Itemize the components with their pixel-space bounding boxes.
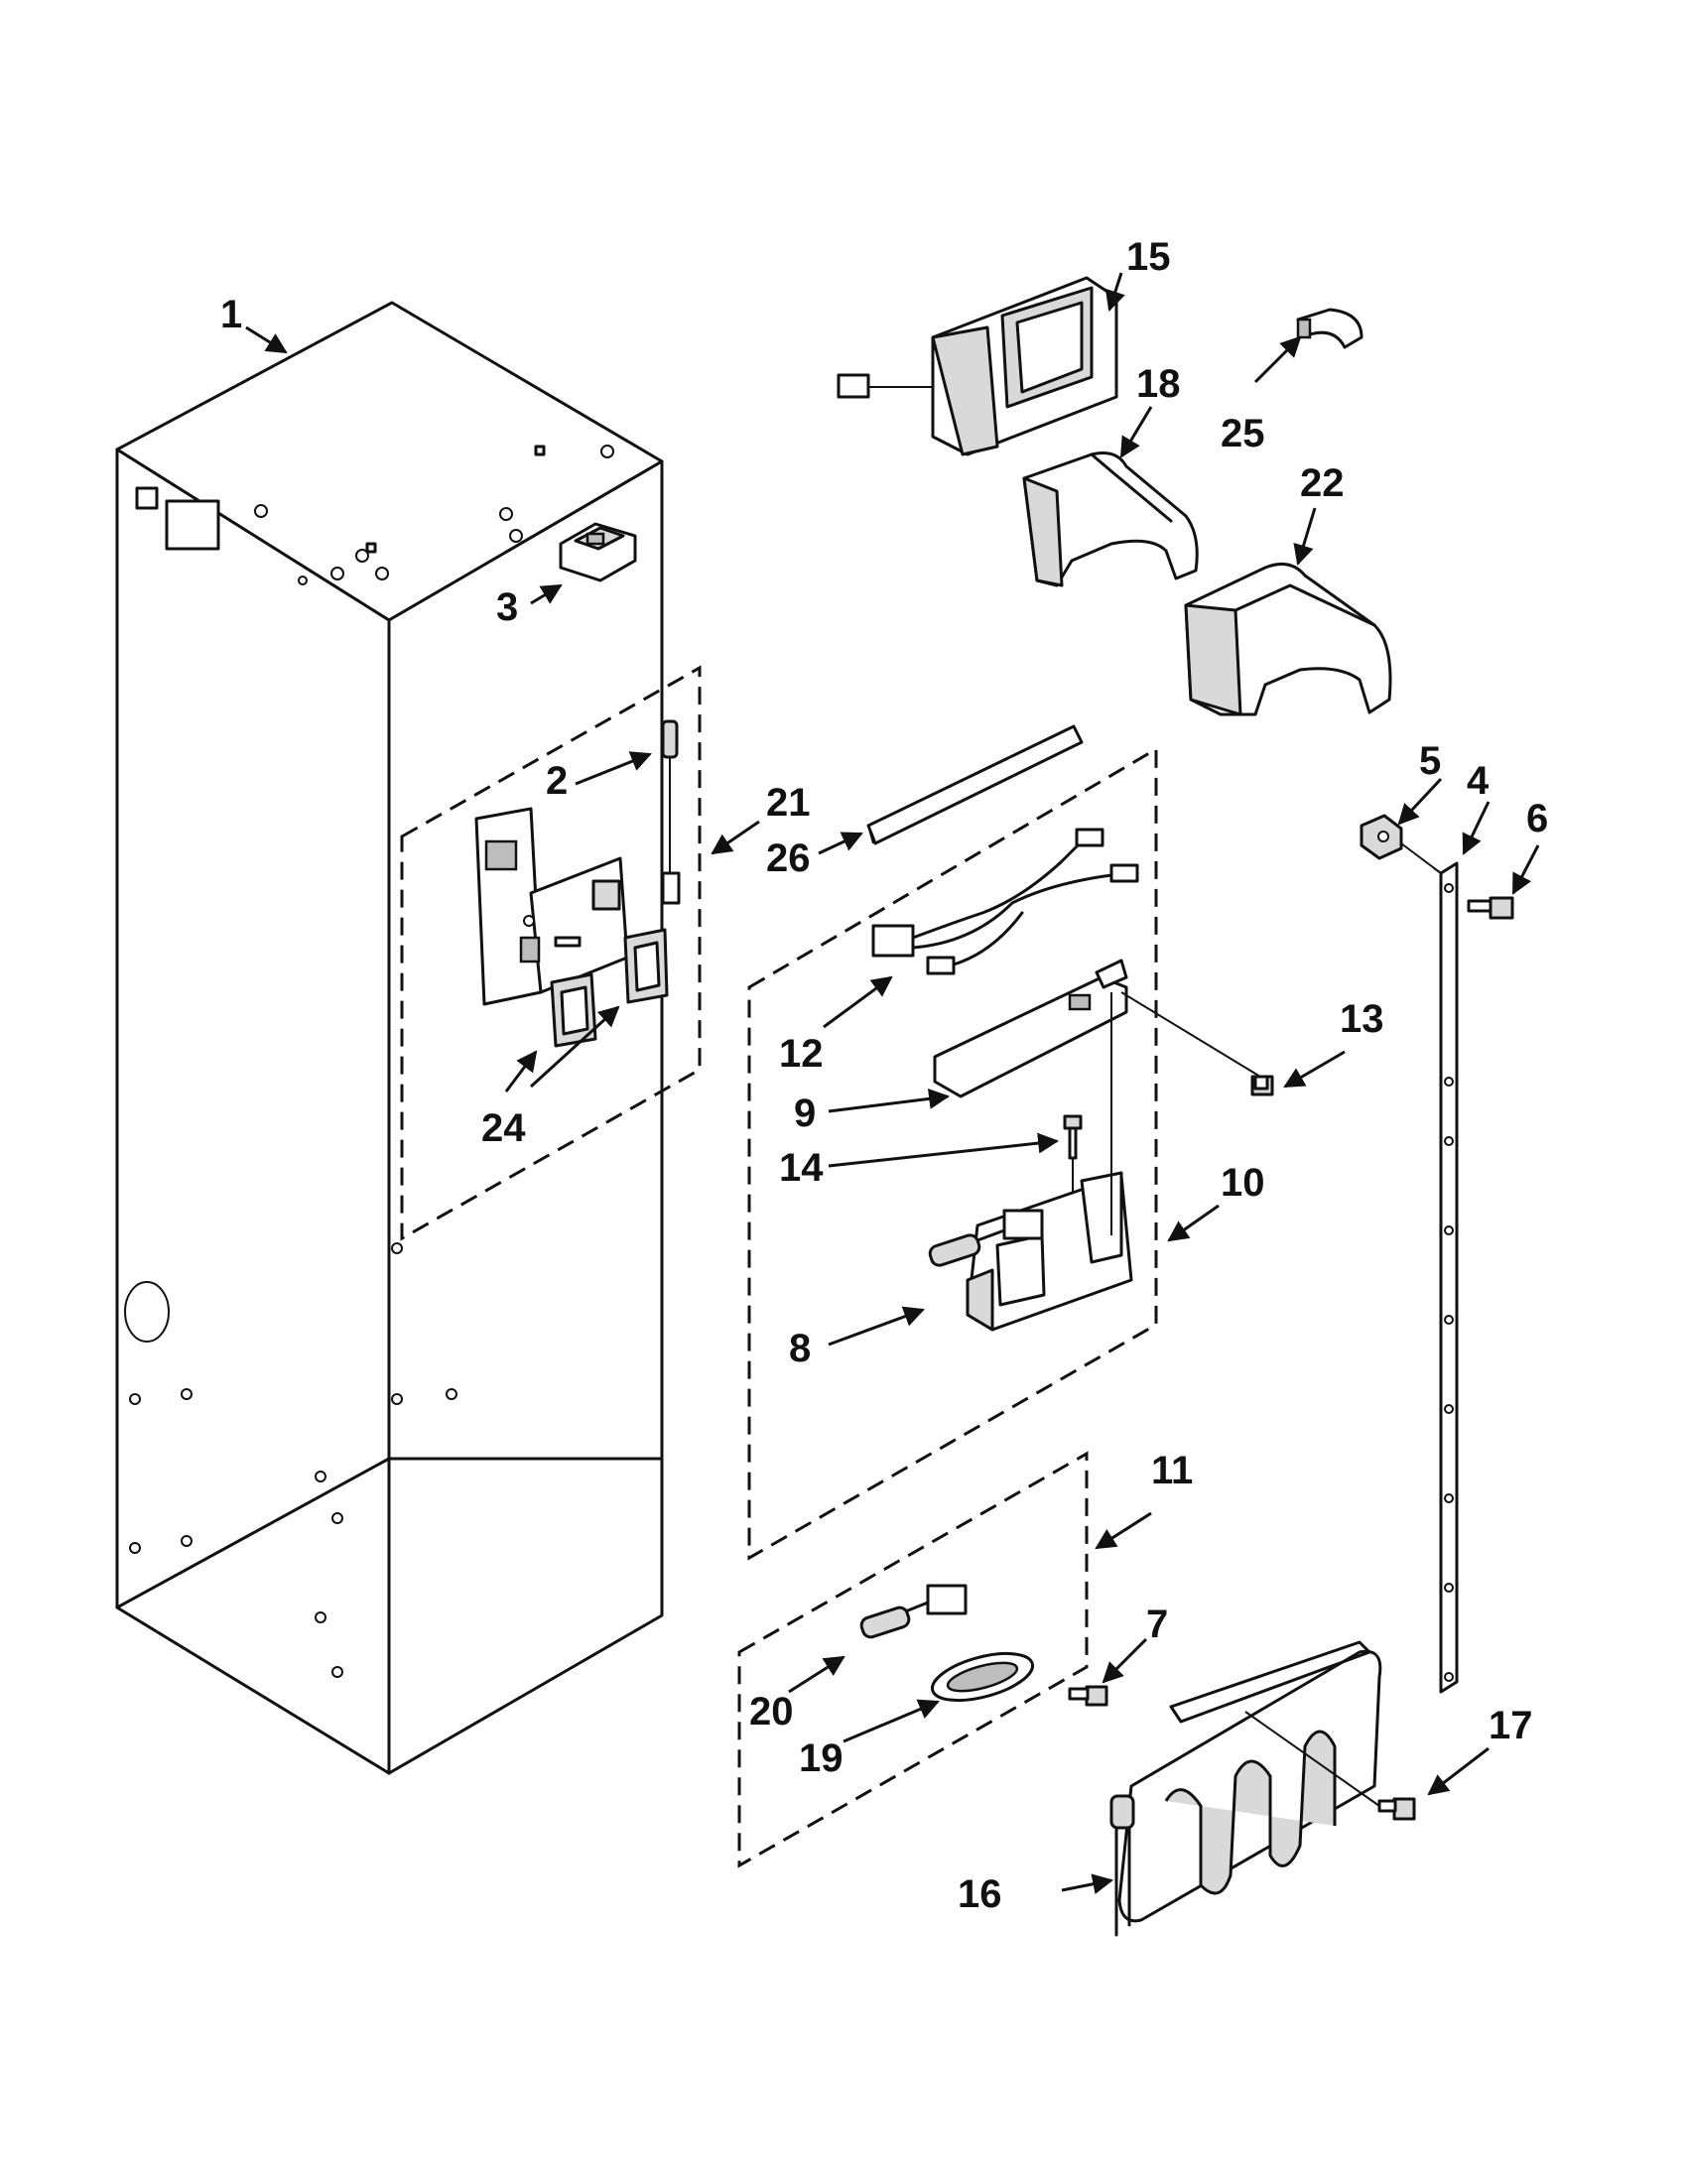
housing-part-10 [966,992,1133,1332]
callout-22: 22 [1300,461,1345,505]
bracket-part-9 [933,959,1261,1098]
sensor-part-8 [928,1209,1044,1267]
assembly-boundary-10 [747,746,1158,1561]
vent-part-3 [559,522,637,582]
callout-16: 16 [958,1872,1002,1916]
screw-part-13 [1250,1075,1274,1096]
assembly-boundary-21 [400,665,702,1241]
callout-10: 10 [1221,1161,1265,1205]
cover-part-19 [931,1651,1034,1703]
seal-part-24 [550,928,669,1048]
callout-26: 26 [766,836,811,880]
screw-part-6 [1467,896,1514,920]
duct-part-22 [1184,562,1392,716]
callout-6: 6 [1526,797,1548,840]
evaporator-part-16 [1109,1640,1382,1937]
duct-part-18 [1022,451,1199,587]
light-module-part-15 [837,276,1118,456]
callout-3: 3 [496,585,518,629]
callout-4: 4 [1467,759,1490,803]
control-housing-part-21 [474,807,629,1006]
callout-25: 25 [1221,412,1265,455]
callout-8: 8 [789,1327,811,1370]
rail-part-4 [1433,861,1459,1694]
callout-12: 12 [779,1032,824,1076]
assembly-boundary-11 [737,1451,1089,1868]
callout-24: 24 [481,1106,526,1150]
clip-part-25 [1296,308,1363,349]
callout-21: 21 [766,781,811,825]
nut-part-5 [1360,814,1442,874]
callout-5: 5 [1419,739,1441,783]
wire-harness-part-12 [871,828,1139,975]
callout-17: 17 [1489,1704,1533,1747]
callout-1: 1 [220,293,242,336]
callout-15: 15 [1126,235,1171,279]
sensor-part-20 [859,1584,968,1639]
callout-19: 19 [799,1736,844,1780]
callout-20: 20 [749,1690,794,1734]
screw-part-7 [1068,1685,1108,1707]
callout-18: 18 [1136,362,1181,406]
strip-part-26 [866,724,1084,845]
screw-part-17 [1244,1711,1416,1821]
callout-13: 13 [1340,997,1384,1041]
leader-lines [245,272,1540,1895]
thermistor-part-2 [661,719,681,905]
callout-9: 9 [794,1092,816,1135]
callout-labels: 1 2 3 4 5 6 7 8 9 10 11 12 13 14 15 16 1… [220,235,1548,1916]
callout-7: 7 [1146,1603,1168,1646]
callout-2: 2 [546,759,568,803]
callout-11: 11 [1151,1449,1193,1492]
callout-14: 14 [779,1146,824,1190]
cabinet-liner-part-1 [115,301,664,1775]
